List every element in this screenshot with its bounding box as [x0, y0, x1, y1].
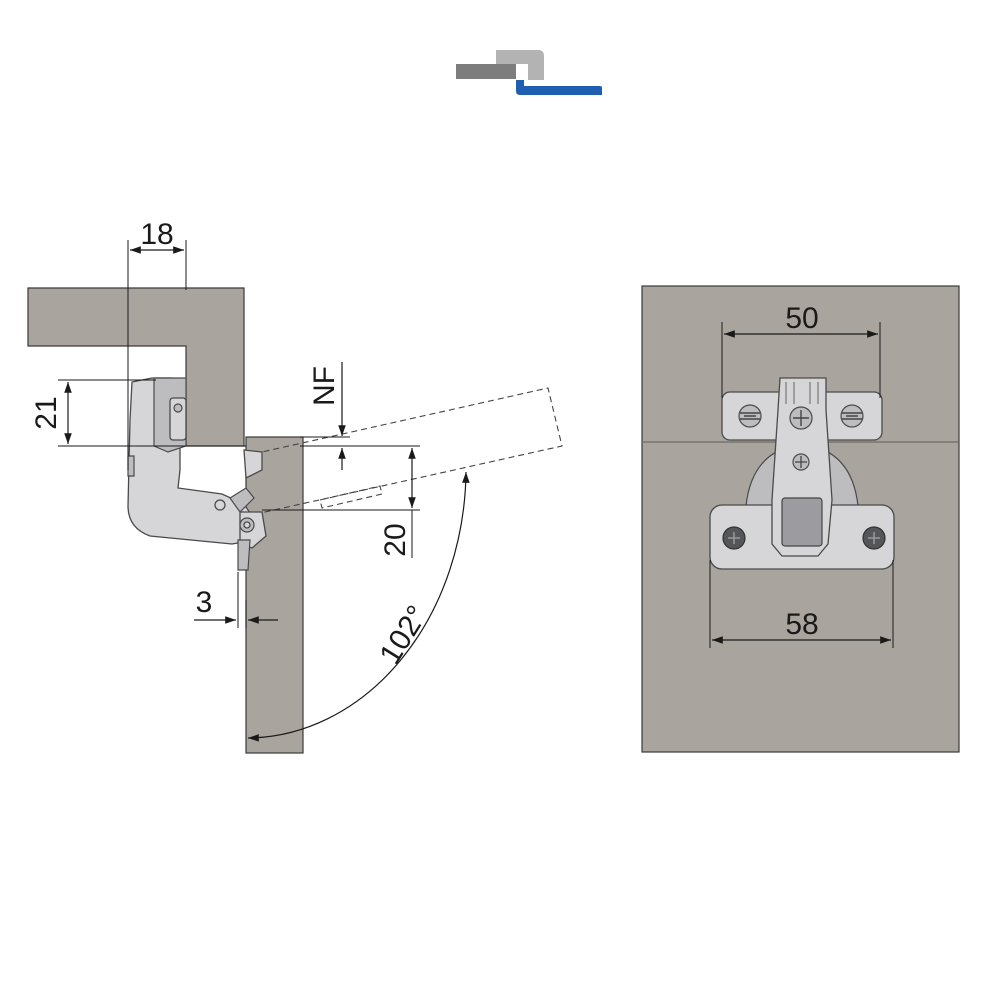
plate-screw-left-icon [738, 404, 762, 428]
side-view: 18 21 NF 20 3 [27, 218, 563, 754]
dim-58-label: 58 [785, 608, 818, 641]
hinge-arm-front [771, 377, 833, 557]
dim-50-label: 50 [785, 302, 818, 335]
cup-screw-right-icon [862, 526, 886, 550]
overlay-type-logo [456, 50, 602, 95]
dim-58: 58 [709, 560, 894, 648]
plate-screw-right-icon [840, 404, 864, 428]
dim-18-label: 18 [140, 218, 173, 251]
cup-screw-left-icon [722, 526, 746, 550]
dim-21-label: 21 [30, 396, 63, 429]
opening-angle-label: 102° [374, 600, 435, 670]
dim-nf-label: NF [308, 366, 341, 406]
door-panel [245, 436, 304, 754]
arm-adjust-screw-icon [789, 406, 813, 430]
dim-50: 50 [721, 302, 881, 398]
dim-21: 21 [30, 379, 246, 447]
dim-18: 18 [127, 218, 187, 470]
front-view: 50 58 [641, 285, 960, 753]
arm-depth-screw-icon [792, 453, 810, 471]
dim-20-label: 20 [379, 523, 412, 556]
dim-3-label: 3 [196, 586, 213, 619]
dim-nf: NF [300, 362, 420, 470]
